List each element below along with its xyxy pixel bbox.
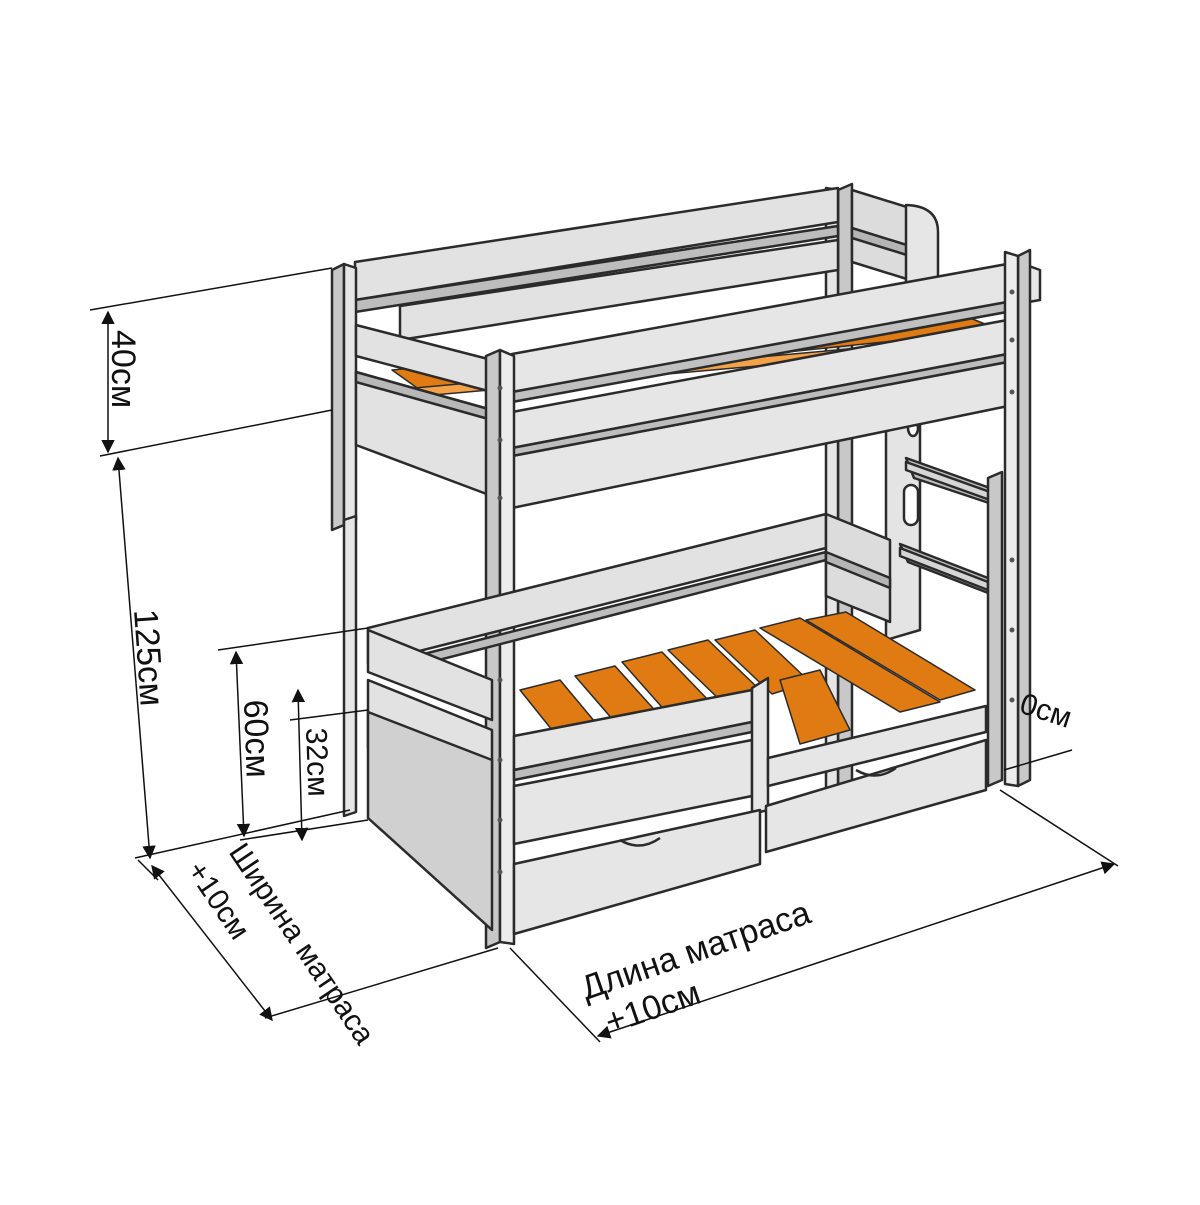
upper-front-rails [510, 260, 1042, 510]
back-upper-rails [353, 186, 840, 342]
front-right-post [1003, 248, 1032, 788]
lower-back-rails [366, 512, 892, 672]
label-width-line1: Ширина матраса [222, 837, 381, 1050]
lower-front-rails [512, 676, 988, 846]
ladder [884, 410, 1004, 788]
extension-line [509, 947, 601, 1043]
extension-line [264, 947, 499, 1019]
label-top-rail-height: 40см [104, 330, 142, 408]
label-lower-rail-height: 60см [236, 699, 277, 778]
upper-left-end [330, 262, 494, 532]
dimension-line-total-height [112, 456, 156, 860]
extension-line [217, 627, 369, 651]
dimension-line-lower-rail [229, 650, 251, 838]
lower-left-end [342, 514, 494, 932]
dimension-line-length [596, 861, 1116, 1039]
extension-line [89, 267, 333, 311]
dimension-line-width [151, 864, 273, 1022]
dimension-line-right [1003, 749, 1073, 771]
label-drawer-level: 32см [299, 727, 334, 797]
extension-line [999, 789, 1119, 867]
extension-line [99, 409, 333, 457]
label-total-height: 125см [126, 608, 171, 708]
bunk-bed-illustration [330, 182, 1042, 950]
dimension-annotations [89, 267, 1119, 1043]
dimension-line-drawer [291, 688, 309, 842]
